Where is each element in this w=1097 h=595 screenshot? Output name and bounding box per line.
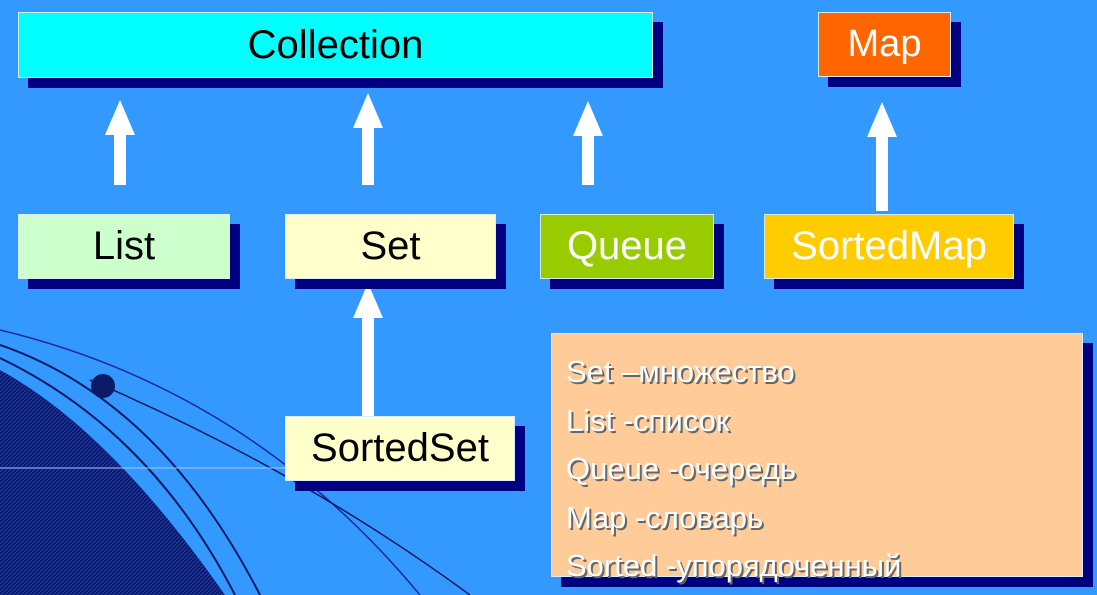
legend-line: Map -словарь: [566, 499, 764, 535]
legend-line: Set –множество: [566, 354, 795, 389]
collection-label: Collection: [247, 22, 424, 67]
decor-dot: [91, 374, 115, 398]
collection-node: Collection: [18, 12, 653, 78]
list-label: List: [92, 224, 156, 268]
list-node: List: [18, 214, 230, 279]
curve-line-2: [0, 357, 236, 595]
curve-line-3: [0, 329, 421, 595]
legend-line: Queue -очередь: [566, 451, 797, 486]
dark-wedge: [0, 370, 225, 595]
sortedmap-label: SortedMap: [791, 224, 987, 268]
legend-line: List -список: [566, 402, 730, 438]
set-label: Set: [360, 224, 421, 268]
queue-node: Queue: [540, 214, 714, 279]
sortedset-node: SortedSet: [285, 416, 515, 481]
sortedset-label: SortedSet: [311, 426, 489, 470]
legend-box: Set –множество List -список Queue -очере…: [551, 333, 1083, 583]
map-label: Map: [847, 23, 922, 65]
set-node: Set: [285, 214, 496, 279]
queue-label: Queue: [566, 224, 688, 268]
legend-line: Sorted -упорядоченный: [566, 548, 902, 583]
map-node: Map: [818, 12, 951, 77]
curve-line-1: [0, 344, 261, 595]
sortedmap-node: SortedMap: [764, 214, 1014, 279]
